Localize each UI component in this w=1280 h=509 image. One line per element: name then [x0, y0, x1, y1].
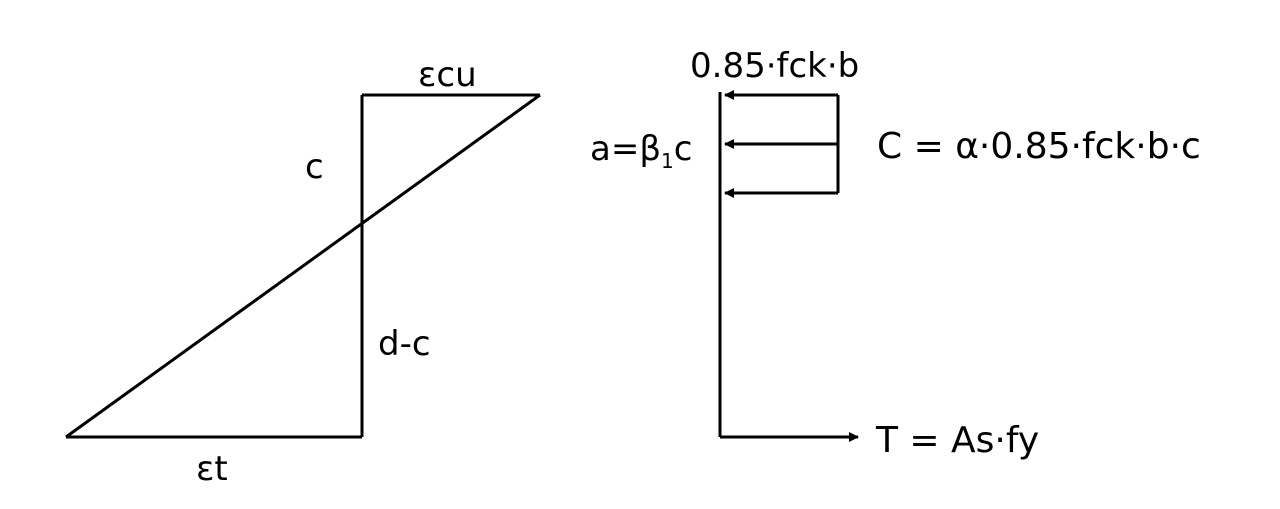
compression-force-label: C = α·0.85·fck·b·c [877, 126, 1201, 167]
d-minus-c-label: d-c [378, 324, 431, 364]
a-label-subscript: 1 [661, 149, 674, 173]
strain-diagonal-line [65, 93, 541, 439]
a-label-suffix: c [674, 129, 693, 169]
stress-top-label: 0.85·fck·b [690, 46, 859, 86]
strain-diagram [65, 93, 541, 439]
tension-force-label: T = As·fy [875, 420, 1039, 461]
c-label: c [305, 147, 324, 187]
a-label-prefix: a=β [590, 129, 661, 169]
ecu-label: εcu [418, 55, 477, 95]
stress-diagram [718, 90, 859, 442]
a-beta-c-label: a=β1c [590, 129, 692, 173]
et-label: εt [196, 449, 228, 489]
